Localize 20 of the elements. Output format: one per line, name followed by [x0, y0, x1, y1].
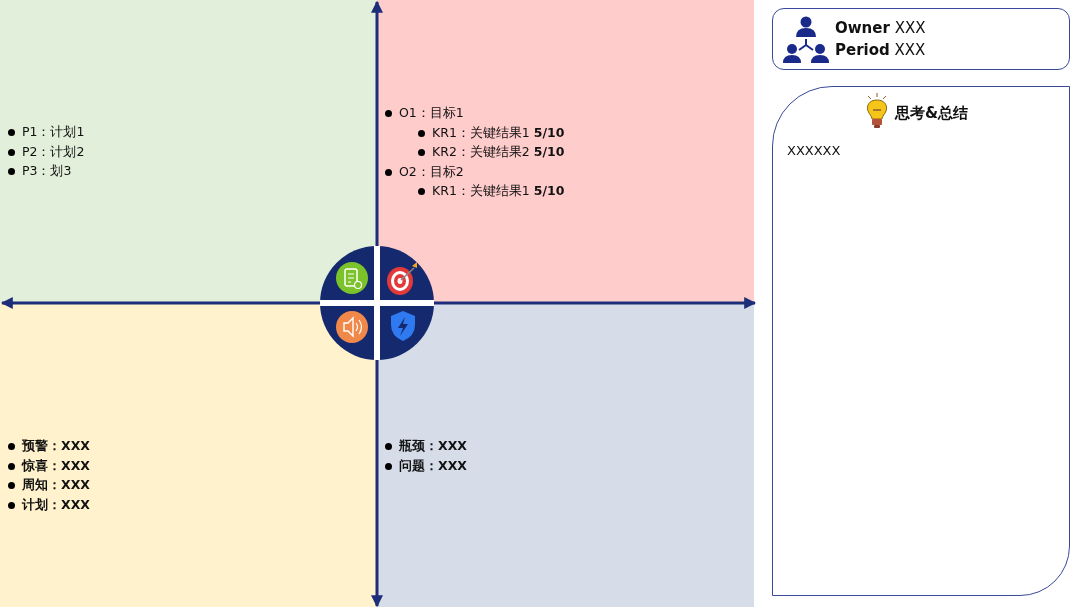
list-item-text: P3：划3 [22, 163, 72, 181]
info-box [772, 8, 1070, 70]
list-item-text: O2：目标2 [399, 163, 464, 181]
summary-text: XXXXXX [787, 143, 841, 158]
summary-title: 思考&总结 [895, 104, 969, 123]
list-item-text: 预警：XXX [22, 438, 90, 456]
list-item-text: KR1：关键结果1 5/10 [432, 183, 565, 201]
summary-panel [772, 86, 1070, 596]
list-item-text: O1：目标1 [399, 105, 464, 123]
list-item-text: 问题：XXX [399, 457, 467, 475]
info-text: Owner XXX [835, 19, 926, 37]
list-item-text: KR1：关键结果1 5/10 [432, 124, 565, 142]
list-item-text: 瓶颈：XXX [399, 438, 467, 456]
list-item-text: P1：计划1 [22, 124, 85, 142]
list-item-text: P2：计划2 [22, 143, 85, 161]
list-item-text: 惊喜：XXX [22, 457, 90, 475]
list-item-text: KR2：关键结果2 5/10 [432, 144, 565, 162]
list-item-text: 计划：XXX [22, 496, 90, 514]
info-text: Period XXX [835, 41, 926, 59]
list-item-text: 周知：XXX [22, 477, 90, 495]
